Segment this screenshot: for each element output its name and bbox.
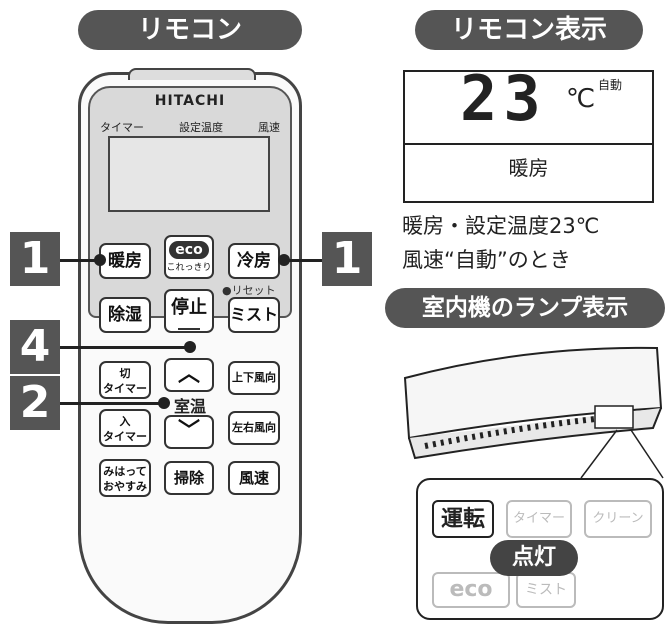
lamp-run: 運転 [432, 500, 494, 538]
stop-indicator [178, 328, 200, 330]
lamp-timer: タイマー [506, 500, 572, 538]
remote-display-heading: リモコン表示 [415, 10, 643, 50]
remote-lcd [108, 136, 270, 212]
remote-ir-window [128, 68, 256, 80]
off-timer-label-2: タイマー [103, 382, 147, 395]
remote-heading: リモコン [78, 10, 302, 50]
indoor-lamp-heading: 室内機のランプ表示 [385, 288, 665, 328]
mist-button[interactable]: ミスト [228, 297, 280, 333]
lamp-eco: eco [432, 572, 510, 608]
callout-1-right: 1 [322, 232, 372, 286]
leftright-airflow-button[interactable]: 左右風向 [228, 411, 280, 445]
callout-1-left: 1 [10, 232, 60, 286]
lcd-label-fan: 風速 [258, 121, 280, 134]
lamp-lit-badge: 点灯 [490, 540, 578, 576]
stop-button[interactable]: 停止 [164, 289, 214, 333]
callout-dot-temp [158, 397, 170, 409]
sleep-label-1: みはって [103, 465, 147, 478]
eco-button[interactable]: eco これっきり [164, 235, 214, 279]
off-timer-button[interactable]: 切 タイマー [99, 361, 151, 399]
cool-button[interactable]: 冷房 [228, 243, 280, 279]
heat-button[interactable]: 暖房 [99, 243, 151, 279]
display-mode: 暖房 [508, 156, 549, 180]
callout-4: 4 [10, 320, 60, 374]
callout-line-stop [60, 346, 190, 349]
display-temp-digits: 23 [460, 62, 547, 135]
remote-display-panel [403, 70, 654, 203]
callout-2: 2 [10, 376, 60, 430]
lamp-mist: ミスト [516, 572, 576, 608]
display-unit: ℃ [566, 84, 596, 114]
chevron-up-icon: ︿ [177, 362, 200, 387]
temp-label: 室温 [173, 397, 206, 416]
lcd-labels: タイマー 設定温度 風速 [100, 119, 280, 135]
sleep-button[interactable]: みはって おやすみ [99, 459, 151, 497]
chevron-down-icon: ﹀ [177, 419, 200, 444]
on-timer-label-1: 入 [119, 415, 131, 428]
updown-airflow-button[interactable]: 上下風向 [228, 361, 280, 395]
display-divider [405, 143, 652, 145]
callout-dot-cool [278, 254, 290, 266]
indoor-unit-illustration [403, 346, 664, 479]
lcd-label-timer: タイマー [100, 121, 144, 134]
callout-dot-stop [184, 341, 196, 353]
brand-logo: HITACHI [154, 93, 226, 109]
sleep-label-2: おやすみ [103, 480, 147, 493]
off-timer-label-1: 切 [119, 367, 131, 380]
callout-line-heat [60, 259, 100, 262]
temp-down-button[interactable]: ﹀ [164, 415, 214, 449]
callout-line-temp [60, 402, 164, 405]
reset-label: ●リセット [222, 284, 276, 297]
on-timer-button[interactable]: 入 タイマー [99, 409, 151, 447]
eco-sub-label: これっきり [166, 263, 212, 273]
callout-dot-heat [94, 254, 106, 266]
callout-line-cool [284, 259, 322, 262]
on-timer-label-2: タイマー [103, 430, 147, 443]
caption-line-2: 風速“自動”のとき [402, 248, 571, 272]
caption-line-1: 暖房・設定温度23℃ [402, 214, 600, 238]
eco-icon: eco [169, 241, 209, 259]
temp-up-button[interactable]: ︿ [164, 358, 214, 392]
lcd-label-set-temp: 設定温度 [179, 121, 223, 134]
clean-button[interactable]: 掃除 [164, 461, 214, 495]
fan-speed-button[interactable]: 風速 [228, 461, 280, 495]
dry-button[interactable]: 除湿 [99, 297, 151, 333]
stop-label: 停止 [171, 297, 207, 318]
lamp-clean: クリーン [584, 500, 652, 538]
display-fan-label: 自動 [598, 78, 623, 92]
